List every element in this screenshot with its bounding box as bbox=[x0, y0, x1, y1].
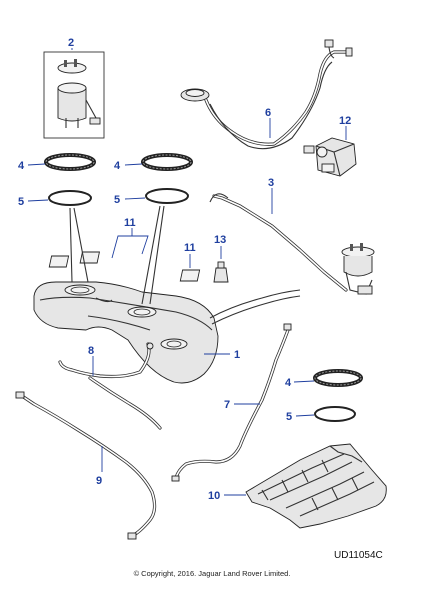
clip-part-13 bbox=[213, 261, 229, 283]
callout-3: 3 bbox=[268, 177, 274, 189]
callout-1: 1 bbox=[234, 349, 240, 361]
fuel-line-part-7 bbox=[171, 323, 292, 482]
sender-unit-part-3 bbox=[209, 193, 375, 295]
locking-ring-part-4-middle bbox=[141, 153, 193, 171]
callout-5b: 5 bbox=[114, 194, 120, 206]
filler-pipe-part-6 bbox=[180, 39, 353, 150]
callout-4c: 4 bbox=[285, 377, 292, 389]
callout-12: 12 bbox=[339, 115, 351, 127]
callout-2: 2 bbox=[68, 37, 74, 49]
callout-5c: 5 bbox=[286, 411, 292, 423]
copyright-notice: © Copyright, 2016. Jaguar Land Rover Lim… bbox=[134, 569, 291, 578]
callout-11b: 11 bbox=[184, 242, 196, 254]
illustration-reference-code: UD11054C bbox=[334, 550, 383, 561]
seal-part-5-right bbox=[314, 406, 356, 422]
heat-shield-part-10 bbox=[245, 443, 387, 529]
valve-part-12 bbox=[303, 137, 357, 177]
callout-5a: 5 bbox=[18, 196, 24, 208]
seal-part-5-left bbox=[48, 190, 92, 206]
fuel-line-part-9 bbox=[15, 391, 157, 540]
callout-10: 10 bbox=[208, 490, 220, 502]
fuel-pump-module-part-2 bbox=[43, 51, 105, 139]
callout-6: 6 bbox=[265, 107, 271, 119]
callout-9: 9 bbox=[96, 475, 102, 487]
callout-4b: 4 bbox=[114, 160, 121, 172]
locking-ring-part-4-left bbox=[44, 153, 96, 171]
callout-8: 8 bbox=[88, 345, 94, 357]
fuel-tank-part-1 bbox=[33, 281, 301, 384]
callout-4a: 4 bbox=[18, 160, 25, 172]
fuel-line-part-8 bbox=[58, 342, 162, 430]
callout-11a: 11 bbox=[124, 217, 136, 229]
pad-part-11-pair bbox=[48, 251, 100, 268]
seal-part-5-middle bbox=[145, 188, 189, 204]
callout-13: 13 bbox=[214, 234, 226, 246]
callout-7: 7 bbox=[224, 399, 230, 411]
locking-ring-part-4-right bbox=[313, 369, 363, 387]
pad-part-11-single bbox=[179, 269, 201, 282]
